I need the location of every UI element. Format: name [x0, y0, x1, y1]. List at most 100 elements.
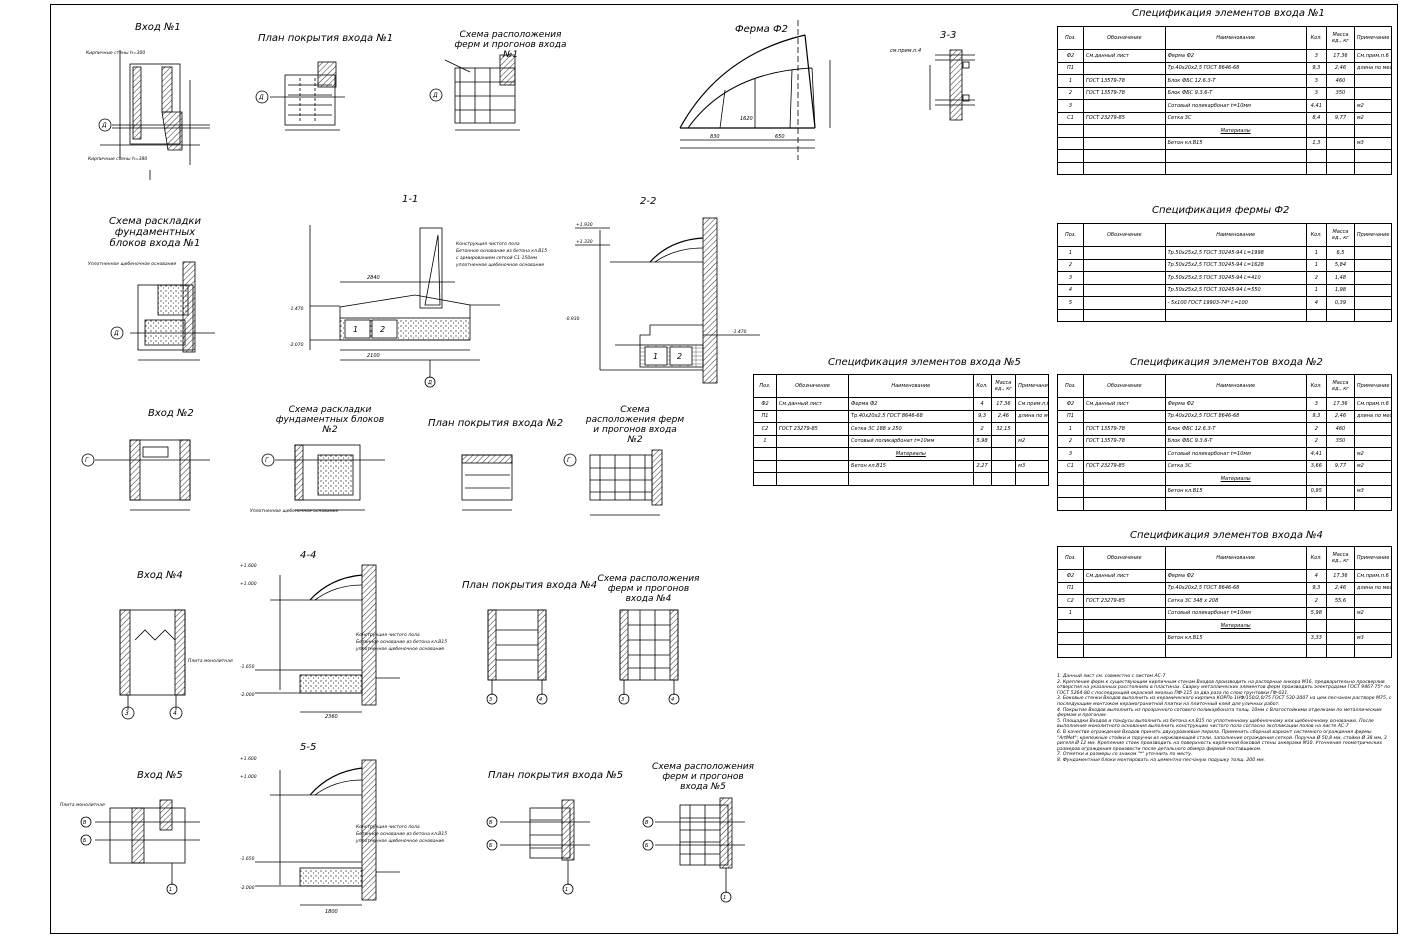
table-cell: [1326, 308, 1355, 322]
table-cell: ГОСТ 13579-78: [1082, 422, 1166, 436]
table-cell: Бетон кл.В15: [1164, 631, 1307, 645]
table-cell: 4: [972, 397, 992, 411]
spec-header-cell: Кол.: [1305, 223, 1328, 247]
axis-3-roof4: 3: [489, 697, 492, 703]
table-row: Материалы: [1057, 472, 1393, 486]
title-roof-plan4: План покрытия входа №4: [462, 580, 598, 591]
table-cell: 4: [1305, 569, 1328, 583]
table-cell: [1305, 497, 1328, 511]
level-1000-s55: +1.000: [240, 774, 257, 780]
drawing-section-33: [929, 49, 975, 121]
table-cell: [775, 434, 850, 448]
table-row: Материалы: [753, 447, 1049, 461]
spec-header-cell: Обозначение: [1082, 26, 1166, 50]
spec-header-cell: Поз.: [1057, 223, 1084, 247]
table-cell: 3: [1057, 271, 1084, 285]
table-cell: Бетон кл.В15: [1164, 484, 1307, 498]
title-truss-scheme2: Схема расположения ферм и прогонов входа…: [585, 405, 685, 445]
dim-2840: 2840: [367, 275, 380, 281]
spec-header-cell: Кол.: [1305, 374, 1328, 398]
title-entry4: Вход №4: [137, 570, 183, 581]
spec-header-cell: Обозначение: [1082, 546, 1166, 570]
axis-1-entry5: 1: [169, 887, 172, 893]
table-row: [753, 472, 1049, 486]
drawing-entry2-plan: [81, 439, 210, 511]
floor-layer-2: Бетонное основание из бетона кл.В15: [456, 248, 547, 254]
table-row: Материалы: [1057, 619, 1393, 633]
dim-650: 650: [775, 134, 785, 140]
level-1650-s44: -1.650: [240, 664, 255, 670]
table-cell: [990, 434, 1017, 448]
table-cell: [1057, 631, 1084, 645]
table-cell: ГОСТ 13579-78: [1082, 86, 1166, 100]
spec-header-cell: Масса ед., кг: [1326, 223, 1355, 247]
table-cell: [1082, 606, 1166, 620]
axis-g-entry2: Г: [85, 457, 89, 464]
spec-header-cell: Обозначение: [775, 374, 850, 398]
table-cell: [1164, 149, 1307, 163]
axis-v-entry5: В: [83, 820, 87, 826]
drawing-section-11: [309, 225, 500, 388]
axis-b-entry5: Б: [83, 838, 87, 844]
table-cell: [1353, 594, 1393, 608]
floor-layer-s44-1: Конструкция чистого пола: [356, 632, 420, 638]
table-cell: См.данный лист: [1082, 569, 1166, 583]
title-roof-plan5: План покрытия входа №5: [488, 770, 624, 781]
table-cell: [1326, 161, 1355, 175]
axis-3-entry4: 3: [125, 710, 129, 717]
table-cell: м2: [1353, 459, 1393, 473]
table-cell: 2: [1305, 594, 1328, 608]
note-item: 7. Отметки и размеры со знаком "*" уточн…: [1057, 752, 1193, 758]
level-0930: -0.930: [565, 316, 580, 322]
table-cell: 3: [1305, 86, 1328, 100]
table-cell: [1326, 497, 1355, 511]
table-cell: [1082, 99, 1166, 113]
axis-d-section11: Д: [427, 380, 432, 386]
table-cell: 3,66: [1305, 459, 1328, 473]
floor-layer-s44-2: Бетонное основание из бетона кл.В15: [356, 639, 447, 645]
spec-header-cell: Примечание: [1015, 374, 1049, 398]
table-cell: [1015, 422, 1049, 436]
table-cell: Материалы: [1164, 472, 1307, 486]
table-cell: [1082, 246, 1166, 260]
table-cell: [1353, 124, 1393, 138]
table-cell: Тр.50х25х2,5 ГОСТ 30245-94 L=1628: [1164, 258, 1307, 272]
table-cell: 9,77: [1326, 459, 1355, 473]
drawing-section-22: [575, 217, 760, 384]
table-cell: 5,98: [1305, 606, 1328, 620]
drawing-roof-plan1: [255, 61, 345, 131]
axis-d-foundation1: Д: [113, 330, 119, 337]
table-cell: [1057, 484, 1084, 498]
spec-header-cell: Наименование: [1164, 546, 1307, 570]
drawing-section-44: [255, 564, 400, 713]
drawing-entry1-plan: [98, 50, 210, 180]
axis-3-truss4: 3: [621, 697, 624, 703]
table-cell: 3: [1305, 397, 1328, 411]
table-cell: [848, 472, 974, 486]
table-cell: Материалы: [1164, 619, 1307, 633]
table-cell: [1082, 283, 1166, 297]
table-cell: 1,3: [1305, 136, 1328, 150]
drawing-roof-plan4: [486, 609, 548, 705]
table-cell: Ф2: [1057, 397, 1084, 411]
spec-header-cell: Поз.: [1057, 546, 1084, 570]
table-cell: длина по месту: [1353, 409, 1393, 423]
axis-1-roof5: 1: [565, 887, 568, 893]
table-cell: [1082, 124, 1166, 138]
table-cell: 5,84: [1326, 258, 1355, 272]
table-cell: С2: [1057, 594, 1084, 608]
table-cell: [1082, 296, 1166, 310]
level-1930: +1.930: [576, 222, 593, 228]
table-cell: [1082, 631, 1166, 645]
